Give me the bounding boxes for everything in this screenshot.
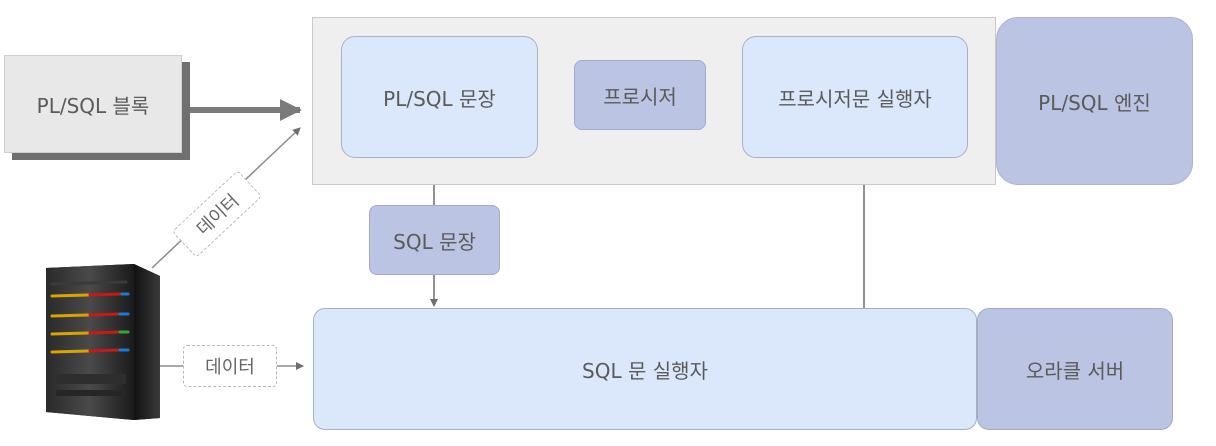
procedure-executor-box: 프로시저문 실행자 [742,36,968,158]
sql-statement-box: SQL 문장 [369,205,500,275]
plsql-statement-box: PL/SQL 문장 [341,36,538,158]
data-tag-lower: 데이터 [183,345,277,387]
sql-executor-label: SQL 문 실행자 [582,358,708,383]
plsql-statement-label: PL/SQL 문장 [383,86,496,111]
procedure-label: 프로시저 [603,84,677,109]
plsql-engine-label: PL/SQL 엔진 [1038,90,1151,115]
pl-block: PL/SQL 블록 [4,55,182,153]
oracle-server-box: 오라클 서버 [977,308,1173,430]
server-rack-icon [46,264,160,420]
plsql-engine-box: PL/SQL 엔진 [996,17,1193,185]
sql-statement-label: SQL 문장 [393,229,476,254]
sql-executor-box: SQL 문 실행자 [313,308,977,430]
oracle-server-label: 오라클 서버 [1025,358,1125,383]
procedure-box: 프로시저 [574,60,706,130]
pl-block-label: PL/SQL 블록 [36,93,150,118]
procedure-executor-label: 프로시저문 실행자 [778,86,932,111]
data-tag-lower-label: 데이터 [205,357,255,378]
